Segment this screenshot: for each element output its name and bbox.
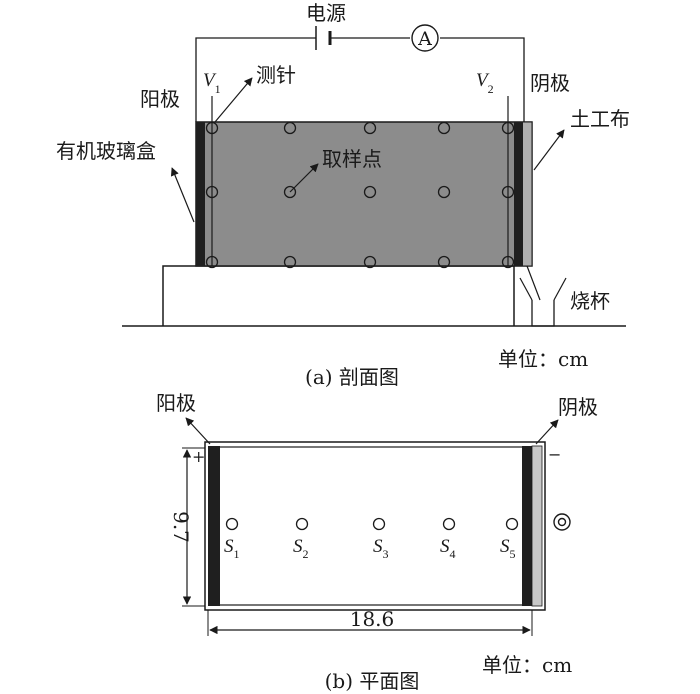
sampling-point — [363, 185, 377, 199]
v1-label: V1 — [203, 70, 221, 96]
minus-sign: − — [548, 445, 561, 464]
length-dimension-label: 18.6 — [350, 607, 395, 631]
s4-label: S4 — [440, 536, 456, 561]
s2-label: S2 — [293, 536, 309, 561]
geotextile-strip — [521, 121, 533, 267]
s3-label: S3 — [373, 536, 389, 561]
caption-plan: (b) 平面图 — [325, 669, 420, 693]
sampling-point — [437, 185, 451, 199]
plan-sample-point-3 — [372, 517, 386, 531]
height-dimension-label: 9.7 — [169, 511, 193, 543]
plan-view: S1 S2 S3 S4 S5 9.7 18.6 阳极 + 阴极 − 单位：cm … — [156, 391, 598, 693]
plan-inner-box — [217, 446, 525, 606]
v2-label: V2 — [476, 70, 494, 96]
caption-section: (a) 剖面图 — [305, 365, 399, 389]
unit-label-section: 单位：cm — [498, 347, 588, 371]
sampling-point — [283, 185, 297, 199]
plus-sign: + — [192, 447, 205, 466]
anode-plate — [196, 122, 205, 266]
probe-arrow — [214, 77, 253, 123]
ammeter-symbol: A — [417, 28, 432, 50]
soil-sample — [195, 121, 533, 267]
anode-label-section: 阳极 — [140, 87, 180, 111]
sampling-point-arrow — [289, 163, 319, 193]
cathode-plate — [514, 122, 523, 266]
plan-sample-point-2 — [295, 517, 309, 531]
beaker-rim-left — [519, 277, 533, 301]
plan-sample-point-4 — [442, 517, 456, 531]
s5-label: S5 — [500, 536, 516, 561]
plan-geotextile-strip — [531, 445, 543, 607]
cathode-label-section: 阴极 — [530, 71, 570, 95]
plan-sample-point-1 — [225, 517, 239, 531]
beaker — [531, 300, 555, 327]
plexiglass-box-label: 有机玻璃盒 — [56, 139, 156, 163]
sampling-point — [205, 255, 219, 269]
power-label: 电源 — [306, 1, 346, 25]
plan-outer-box — [204, 441, 546, 611]
anode-label-plan: 阳极 — [156, 391, 196, 415]
geotextile-label: 土工布 — [570, 107, 630, 131]
sampling-point — [283, 255, 297, 269]
sampling-point — [205, 121, 219, 135]
beaker-rim-right — [553, 277, 567, 301]
ammeter — [411, 24, 439, 52]
pedestal — [162, 265, 515, 326]
section-view: A 电源 V1 V2 测针 阳极 阴极 土工布 有机玻璃盒 取样点 烧杯 单位：… — [56, 1, 630, 389]
probe-label: 测针 — [256, 63, 296, 87]
unit-label-plan: 单位：cm — [482, 653, 572, 677]
sampling-point — [437, 255, 451, 269]
circuit-wire — [195, 37, 525, 122]
drain-pipe — [526, 265, 541, 301]
geotextile-arrow — [533, 129, 565, 171]
outlet-inner — [557, 517, 567, 527]
beaker-label: 烧杯 — [570, 289, 610, 313]
sampling-point — [205, 185, 219, 199]
cathode-label-plan: 阴极 — [558, 395, 598, 419]
cathode-arrow-plan — [535, 419, 559, 445]
plan-anode-plate — [208, 446, 220, 606]
sampling-point — [363, 255, 377, 269]
outlet-outer — [553, 513, 571, 531]
sampling-point — [501, 185, 515, 199]
sampling-point — [501, 121, 515, 135]
plexiglass-box-arrow — [170, 167, 195, 223]
sampling-point — [501, 255, 515, 269]
plan-sample-point-5 — [505, 517, 519, 531]
sampling-points-grid — [205, 121, 515, 269]
anode-arrow-plan — [185, 417, 211, 445]
sampling-point — [363, 121, 377, 135]
s1-label: S1 — [224, 536, 240, 561]
plan-cathode-plate — [522, 446, 532, 606]
sampling-point-label: 取样点 — [322, 147, 382, 171]
sampling-point — [437, 121, 451, 135]
sampling-point — [283, 121, 297, 135]
